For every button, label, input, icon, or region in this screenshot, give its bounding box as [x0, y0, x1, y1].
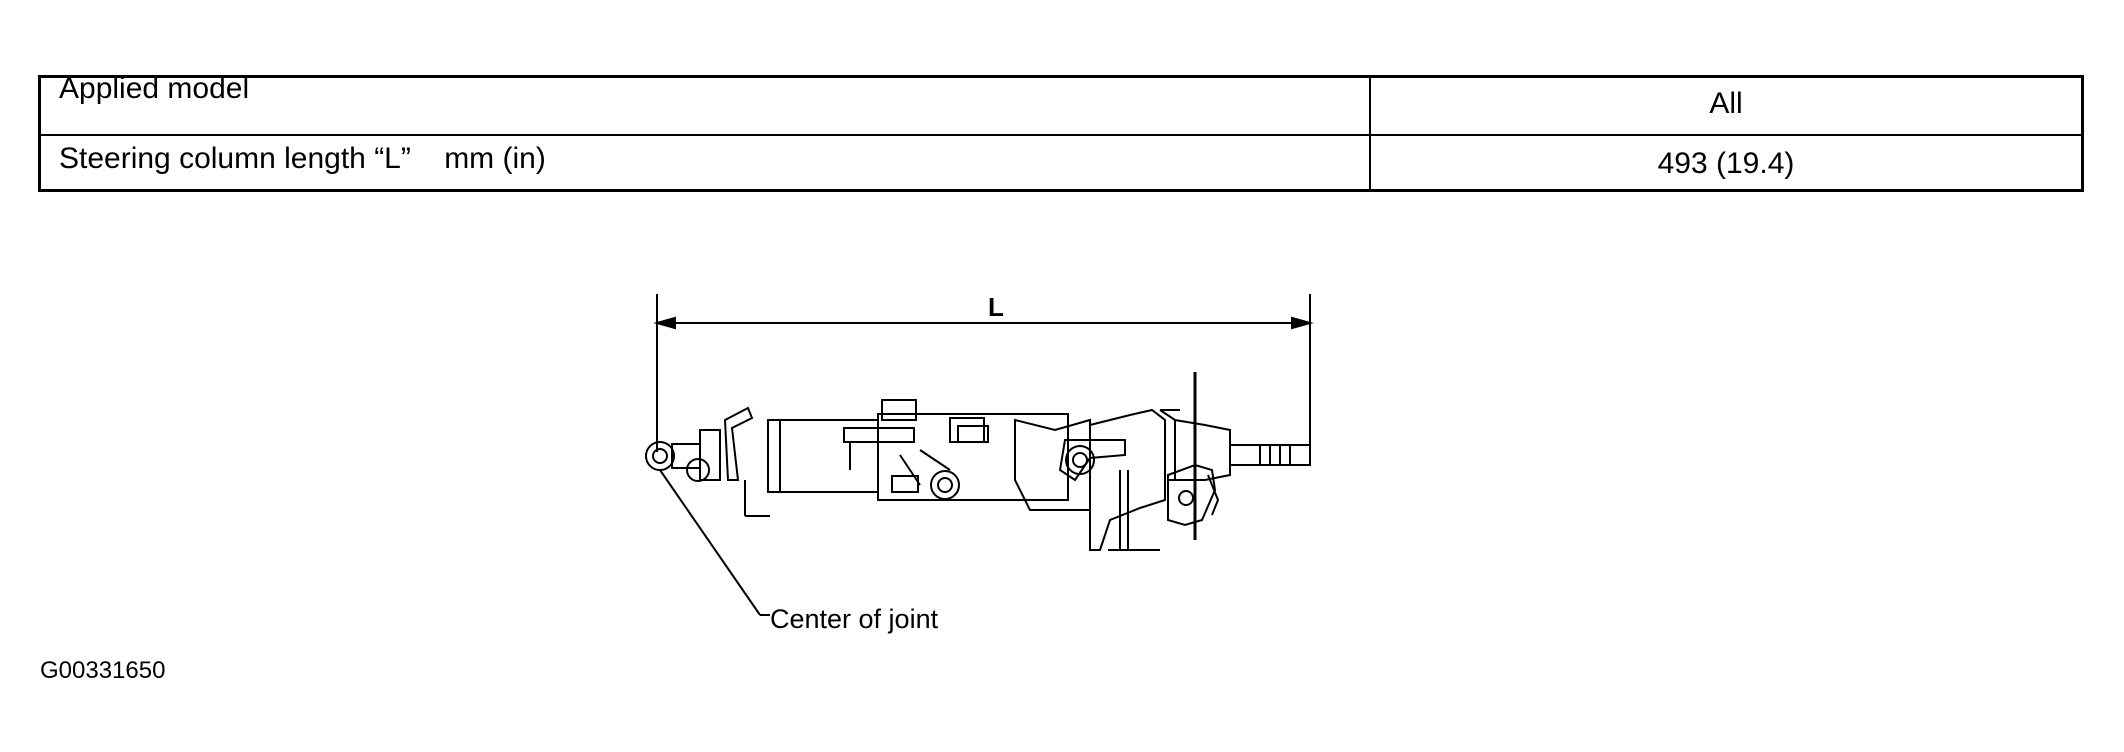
table-row: Applied model All: [41, 72, 2081, 136]
column-length-label: Steering column length “L” mm (in): [59, 142, 546, 175]
joint-yoke: [645, 441, 675, 471]
steering-column-drawing: [645, 294, 1314, 616]
spec-table: Applied model All Steering column length…: [38, 72, 2084, 192]
table-row: Steering column length “L” mm (in) 493 (…: [41, 136, 2081, 189]
steering-column-figure: L Center of joint: [620, 280, 1340, 660]
figure-id: G00331650: [40, 657, 166, 684]
applied-model-value: All: [1709, 87, 1743, 120]
joint-center: [652, 448, 668, 464]
dimension-label-l: L: [988, 292, 1004, 322]
callout-leader: [659, 469, 761, 616]
left-arrowhead: [653, 316, 676, 330]
right-arrowhead: [1291, 316, 1314, 330]
center-of-joint-label: Center of joint: [770, 604, 939, 634]
applied-model-label: Applied model: [59, 72, 250, 105]
column-divider: [1369, 78, 1371, 189]
column-length-value: 493 (19.4): [1657, 147, 1795, 180]
bolt: [930, 470, 960, 500]
